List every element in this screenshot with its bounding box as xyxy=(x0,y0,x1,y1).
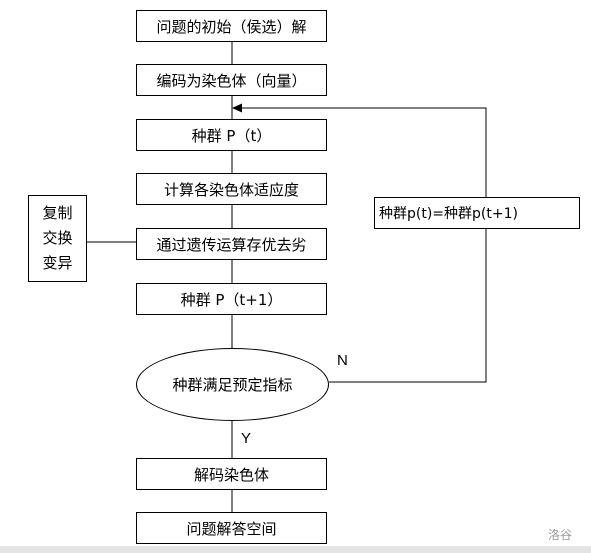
watermark: 洛谷 xyxy=(548,528,573,542)
step-population-t1: 种群 P（t+1） xyxy=(136,283,327,315)
branch-yes-label: Y xyxy=(241,430,252,447)
loop-update-label: 种群p(t)=种群p(t+1) xyxy=(379,206,518,222)
operators-box: 复制 交换 变异 xyxy=(28,195,87,282)
step-genetic-ops-label: 通过遗传运算存优去劣 xyxy=(156,235,307,254)
step-answer-space-label: 问题解答空间 xyxy=(186,519,277,538)
step-decode: 解码染色体 xyxy=(136,458,327,490)
operator-copy: 复制 xyxy=(42,204,73,222)
step-encode: 编码为染色体（向量） xyxy=(136,64,327,96)
step-initial-solution-label: 问题的初始（侯选）解 xyxy=(156,17,307,36)
step-genetic-ops: 通过遗传运算存优去劣 xyxy=(136,228,327,260)
step-population-t-label: 种群 P（t） xyxy=(191,126,272,145)
step-decode-label: 解码染色体 xyxy=(193,465,269,484)
loop-path xyxy=(241,107,487,383)
bottom-strip xyxy=(0,546,591,553)
step-fitness: 计算各染色体适应度 xyxy=(136,173,327,205)
decision-condition: 种群满足预定指标 xyxy=(136,348,329,421)
branch-no-label: N xyxy=(337,352,348,369)
step-answer-space: 问题解答空间 xyxy=(136,512,327,544)
operator-crossover: 交换 xyxy=(42,229,73,247)
loop-arrowhead xyxy=(232,103,242,113)
step-population-t: 种群 P（t） xyxy=(136,119,327,151)
loop-update-box: 种群p(t)=种群p(t+1) xyxy=(374,197,580,229)
step-population-t1-label: 种群 P（t+1） xyxy=(180,290,283,309)
step-encode-label: 编码为染色体（向量） xyxy=(156,71,307,90)
decision-condition-label: 种群满足预定指标 xyxy=(172,376,293,394)
step-initial-solution: 问题的初始（侯选）解 xyxy=(136,10,327,42)
operator-mutation: 变异 xyxy=(42,254,73,272)
step-fitness-label: 计算各染色体适应度 xyxy=(163,180,299,199)
